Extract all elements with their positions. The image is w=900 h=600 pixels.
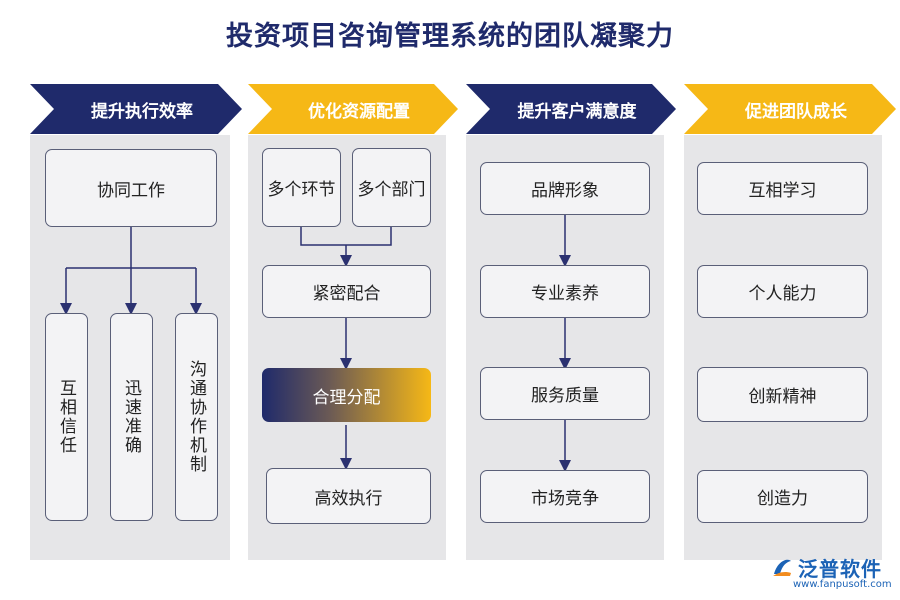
col1-child-1: 互相信任	[45, 313, 88, 521]
col3-step-2: 专业素养	[480, 265, 650, 318]
col2-step-2-highlight: 合理分配	[262, 368, 431, 422]
col2-step-3: 高效执行	[266, 468, 431, 524]
connector-col2-merge	[300, 227, 392, 246]
col3-step-4: 市场竞争	[480, 470, 650, 523]
column-header-4-label: 促进团队成长	[745, 101, 847, 122]
col4-item-2: 个人能力	[697, 265, 868, 318]
col1-child-3: 沟通协作机制	[175, 313, 218, 521]
col3-step-1: 品牌形象	[480, 162, 650, 215]
col2-input-2: 多个部门	[352, 148, 431, 227]
page-title: 投资项目咨询管理系统的团队凝聚力	[226, 21, 674, 52]
column-header-1-label: 提升执行效率	[91, 101, 193, 122]
column-header-3: 提升客户满意度	[466, 84, 676, 134]
brand-name: 泛普软件	[798, 557, 882, 581]
col3-step-3: 服务质量	[480, 367, 650, 420]
col2-step-1: 紧密配合	[262, 265, 431, 318]
brand-logo: 泛普软件	[770, 553, 882, 582]
col1-top-node: 协同工作	[45, 149, 217, 227]
col1-child-2: 迅速准确	[110, 313, 153, 521]
col4-item-3: 创新精神	[697, 367, 868, 422]
col4-item-4: 创造力	[697, 470, 868, 523]
column-header-3-label: 提升客户满意度	[517, 101, 637, 122]
col4-item-1: 互相学习	[697, 162, 868, 215]
brand-url: www.fanpusoft.com	[793, 579, 892, 590]
column-header-4: 促进团队成长	[684, 84, 896, 134]
fanpu-logo-icon	[773, 559, 791, 576]
column-header-2: 优化资源配置	[248, 84, 458, 134]
col2-input-1: 多个环节	[262, 148, 341, 227]
column-header-1: 提升执行效率	[30, 84, 242, 134]
column-header-2-label: 优化资源配置	[308, 101, 410, 122]
